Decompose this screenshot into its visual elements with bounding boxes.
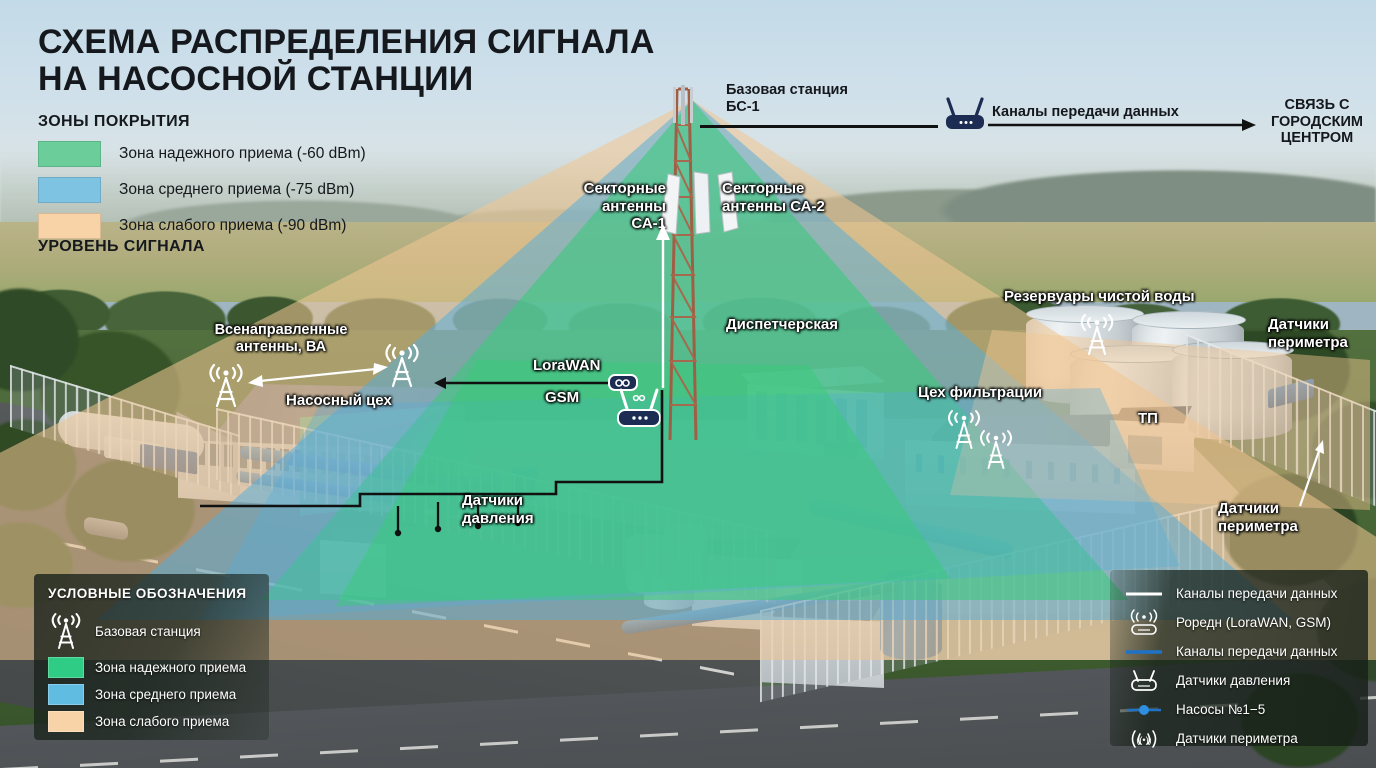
legend-left-item[interactable]: Зона надежного приема — [48, 657, 255, 678]
pump-shop-label: Насосный цех — [286, 392, 392, 409]
city-link-label: СВЯЗЬ С ГОРОДСКИМ ЦЕНТРОМ — [1270, 97, 1364, 147]
legend-panel-left: УСЛОВНЫЕ ОБОЗНАЧЕНИЯ Базовая станция — [34, 574, 269, 740]
legend-right-label: Каналы передачи данных — [1176, 586, 1338, 601]
omni-antennas-label: Всенаправленные антенны, ВА — [214, 322, 348, 356]
link-node-pill — [608, 374, 638, 391]
legend-right-item[interactable]: Каналы передачи данных — [1124, 640, 1358, 663]
white-line-icon — [1124, 590, 1164, 598]
legend-right-item[interactable]: Насосы №1−5 — [1124, 698, 1358, 721]
legend-right-item[interactable]: Каналы передачи данных — [1124, 582, 1358, 605]
svg-text:((•)): ((•)) — [1136, 735, 1151, 745]
sector-antenna-panel-left — [659, 173, 681, 235]
legend-left-label: Зона надежного приема — [95, 660, 247, 675]
legend-right-label: Датчики периметра — [1176, 731, 1298, 746]
legend-right-item[interactable]: ((•)) Датчики периметра — [1124, 727, 1358, 750]
base-station-label: Базовая станция БС-1 — [726, 82, 848, 115]
base-station-antenna-icon — [48, 611, 84, 651]
sensor-bus-line — [200, 390, 664, 537]
router-to-city-arrow — [988, 119, 1256, 131]
legend-left-label: Зона слабого приема — [95, 714, 230, 729]
router-icon — [1124, 668, 1164, 694]
legend-right-label: Датчики давления — [1176, 673, 1291, 688]
sector-antenna-panel-center — [693, 171, 711, 235]
base-station-antenna-icon — [980, 430, 1012, 469]
legend-right-label: Насосы №1−5 — [1176, 702, 1266, 717]
perimeter-sensors-top-label: Датчики периметра — [1268, 316, 1348, 351]
router-waves-icon — [1124, 608, 1164, 637]
weak-coverage-ground — [950, 330, 1370, 510]
legend-swatch-weak — [48, 711, 84, 732]
sector-antenna-right-label: Секторные антенны СА-2 — [722, 180, 825, 215]
legend-right-item[interactable]: Роредн (LoraWAN, GSM) — [1124, 608, 1358, 637]
legend-left-label: Зона среднего приема — [95, 687, 237, 702]
tp-label: ТП — [1138, 410, 1158, 427]
coverage-swatch-strong — [38, 140, 101, 167]
router-icon — [946, 97, 984, 129]
sector-antenna-left-label: Секторные антенны СА-1 — [583, 180, 666, 233]
lorawan-label: LoraWAN — [533, 357, 601, 374]
blue-line-icon — [1124, 648, 1164, 656]
legend-panel-right: Каналы передачи данных Роредн (LoraWAN, … — [1110, 570, 1368, 748]
legend-left-item[interactable]: Зона среднего приема — [48, 684, 255, 705]
legend-right-label: Роредн (LoraWAN, GSM) — [1176, 615, 1331, 630]
signal-level-heading: УРОВЕНЬ СИГНАЛА — [38, 238, 205, 255]
gsm-label: GSM — [545, 389, 580, 406]
field-router-icon — [617, 388, 661, 427]
pump-node-icon — [1124, 703, 1164, 717]
legend-left-label: Базовая станция — [95, 623, 201, 639]
bs-to-router-line — [700, 125, 938, 128]
base-station-antenna-icon — [1080, 313, 1114, 356]
filtration-shop-label: Цех фильтрации — [918, 384, 1043, 401]
coverage-heading: ЗОНЫ ПОКРЫТИЯ — [38, 112, 190, 130]
legend-left-item[interactable]: Зона слабого приема — [48, 711, 255, 732]
cell-tower — [640, 85, 726, 441]
sector-antenna-panel-right — [717, 171, 739, 233]
legend-left-title: УСЛОВНЫЕ ОБОЗНАЧЕНИЯ — [48, 586, 247, 601]
legend-right-item[interactable]: Датчики давления — [1124, 669, 1358, 692]
base-station-antenna-icon — [209, 363, 243, 408]
coverage-zone-row: Зона среднего приема (-75 dBm) — [38, 176, 658, 203]
dispatcher-label: Диспетчерская — [726, 316, 838, 333]
coverage-swatch-weak — [38, 212, 101, 239]
coverage-swatch-medium — [38, 176, 101, 203]
coverage-label-weak: Зона слабого приема (-90 dBm) — [119, 216, 347, 234]
sector-antenna-pointer-arrow — [656, 224, 670, 388]
coverage-label-strong: Зона надежного приема (-60 dBm) — [119, 144, 366, 162]
data-channels-top-label: Каналы передачи данных — [992, 104, 1179, 120]
signal-waves-icon: ((•)) — [1124, 727, 1164, 751]
title-panel: СХЕМА РАСПРЕДЕЛЕНИЯ СИГНАЛА НА НАСОСНОЙ … — [38, 23, 658, 239]
base-station-antenna-icon — [385, 343, 419, 388]
perimeter-sensors-bottom-label: Датчики периметра — [1218, 500, 1298, 535]
omni-antenna-link-arrow — [248, 363, 388, 387]
legend-swatch-medium — [48, 684, 84, 705]
clean-water-tanks-label: Резервуары чистой воды — [1004, 288, 1195, 305]
coverage-zone-row: Зона слабого приема (-90 dBm) — [38, 212, 658, 239]
lorawan-gsm-link-arrow — [434, 377, 624, 389]
legend-left-item[interactable]: Базовая станция — [48, 611, 255, 651]
legend-swatch-strong — [48, 657, 84, 678]
pressure-sensors-label: Датчики давления — [462, 492, 534, 527]
base-station-antenna-icon — [948, 410, 980, 449]
page-title: СХЕМА РАСПРЕДЕЛЕНИЯ СИГНАЛА НА НАСОСНОЙ … — [38, 23, 655, 99]
coverage-label-medium: Зона среднего приема (-75 dBm) — [119, 180, 355, 198]
perimeter-sensor-pointer-arrow — [1298, 440, 1324, 507]
coverage-zone-row: Зона надежного приема (-60 dBm) — [38, 140, 658, 167]
legend-right-label: Каналы передачи данных — [1176, 644, 1338, 659]
